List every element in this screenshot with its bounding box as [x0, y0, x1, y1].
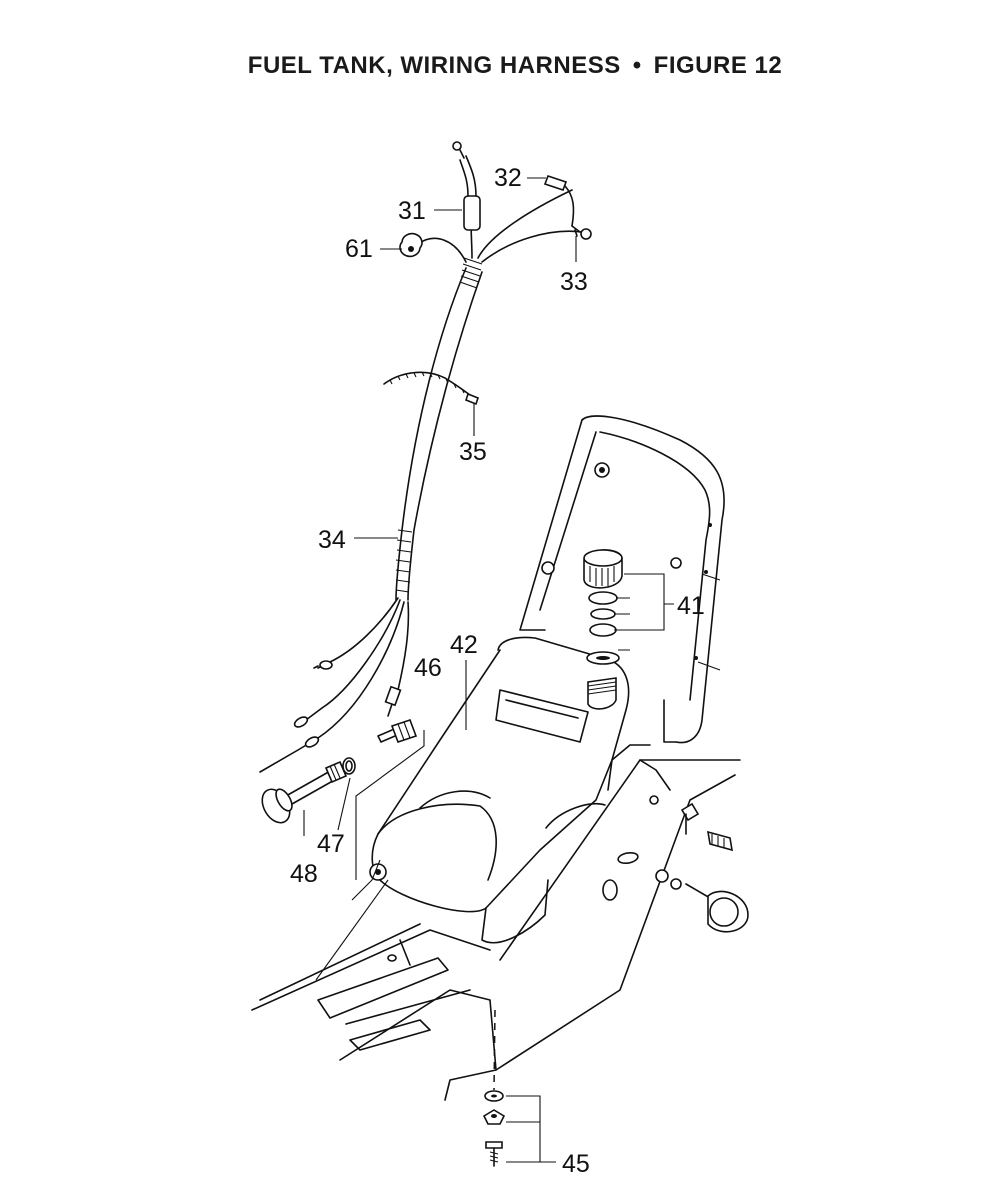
figure-title: FUEL TANK, WIRING HARNESS • FIGURE 12 [0, 52, 1000, 80]
frame-base-plate [251, 744, 741, 1101]
wiring-harness [259, 189, 583, 773]
title-separator: • [632, 52, 642, 79]
part-61-grommet [399, 232, 423, 258]
side-mount-knob [685, 883, 749, 933]
callout-46: 46 [414, 654, 442, 682]
part-32-terminal [543, 174, 575, 227]
side-fastener-bolt [655, 802, 733, 890]
part-33-ring-terminal [571, 225, 592, 240]
part-42-fuel-tank [369, 636, 630, 944]
part-47-o-ring [342, 757, 356, 775]
leader-lines [303, 177, 674, 1163]
callout-45: 45 [562, 1150, 590, 1178]
part-46-fuel-fitting [377, 718, 418, 744]
tank-mounting-panel [519, 415, 725, 744]
callout-31: 31 [398, 197, 426, 225]
part-31-connector [452, 141, 481, 231]
part-48-drain-plug [261, 760, 348, 824]
callout-labels: 31 32 33 61 35 34 41 42 46 47 48 45 [290, 164, 705, 1178]
figure-title-number: FIGURE 12 [653, 52, 783, 79]
part-35-ground-wire [383, 371, 479, 406]
callout-33: 33 [560, 268, 588, 296]
part-41-fuel-cap-assembly [583, 549, 623, 665]
callout-35: 35 [459, 438, 487, 466]
callout-47: 47 [317, 830, 345, 858]
callout-41: 41 [677, 592, 705, 620]
callout-48: 48 [290, 860, 318, 888]
callout-32: 32 [494, 164, 522, 192]
callout-34: 34 [318, 526, 346, 554]
figure-title-main: FUEL TANK, WIRING HARNESS [247, 52, 621, 79]
callout-61: 61 [345, 235, 373, 263]
callout-42: 42 [450, 631, 478, 659]
part-45-fastener-set [482, 1009, 506, 1167]
